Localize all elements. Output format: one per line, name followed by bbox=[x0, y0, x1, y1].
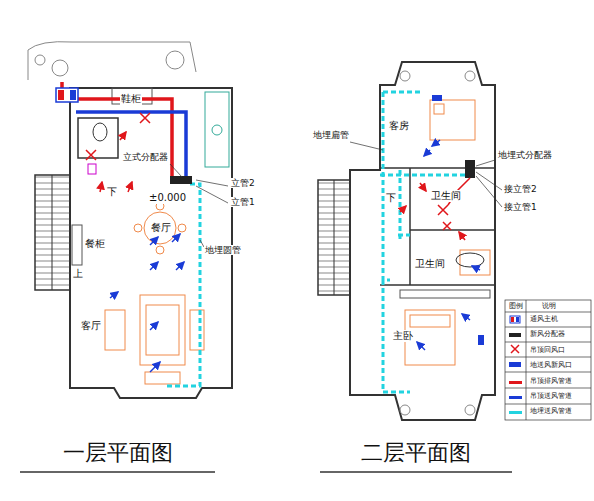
plan-label: 卫生间 bbox=[430, 190, 462, 202]
plan-label: 图例 bbox=[508, 302, 524, 310]
plan-label: 立式分配器 bbox=[122, 152, 169, 162]
plan-label: 下 bbox=[106, 186, 118, 198]
plan-label: 地埋扁管 bbox=[312, 130, 350, 140]
plan-label: ±0.000 bbox=[148, 192, 187, 204]
plan-label: 接立管1 bbox=[503, 202, 538, 212]
plan-label: 立管1 bbox=[230, 197, 256, 207]
plan-title: 一层平面图 bbox=[20, 438, 215, 468]
plan-label: 客厅 bbox=[80, 320, 102, 332]
legend-swatch bbox=[509, 381, 522, 384]
plan-label: 鞋柜 bbox=[120, 93, 142, 105]
legend-text: 吊顶回风口 bbox=[530, 347, 565, 355]
legend-text: 通风主机 bbox=[530, 316, 558, 324]
legend-text: 地埋送风管道 bbox=[530, 408, 572, 416]
legend-text: 地送风新风口 bbox=[530, 362, 572, 370]
plan-label: 餐厅 bbox=[150, 222, 172, 234]
title-text: 一层平面图 bbox=[20, 438, 215, 468]
plan-label: 地埋式分配器 bbox=[497, 150, 553, 160]
plan-label: 立管2 bbox=[230, 178, 256, 188]
plan-label: 卫生间 bbox=[414, 258, 446, 270]
legend-text: 吊顶排风管道 bbox=[530, 378, 572, 386]
plan-label: 下 bbox=[385, 192, 397, 204]
plan-label: 客房 bbox=[388, 120, 410, 132]
plan-label: 接立管2 bbox=[503, 184, 538, 194]
plan-title: 二层平面图 bbox=[320, 438, 512, 468]
legend-swatch bbox=[509, 411, 522, 414]
legend-text: 新风分配器 bbox=[530, 331, 565, 339]
plan-label: 地埋圆管 bbox=[204, 245, 242, 255]
plan-label: 说明 bbox=[541, 302, 557, 310]
legend-text: 吊顶送风管道 bbox=[530, 393, 572, 401]
legend-swatch bbox=[509, 396, 522, 399]
title-text: 二层平面图 bbox=[320, 438, 512, 468]
plan-label: 主卧 bbox=[392, 330, 414, 342]
plan-label: 餐柜 bbox=[84, 238, 106, 250]
plan-label: 上 bbox=[72, 268, 84, 280]
